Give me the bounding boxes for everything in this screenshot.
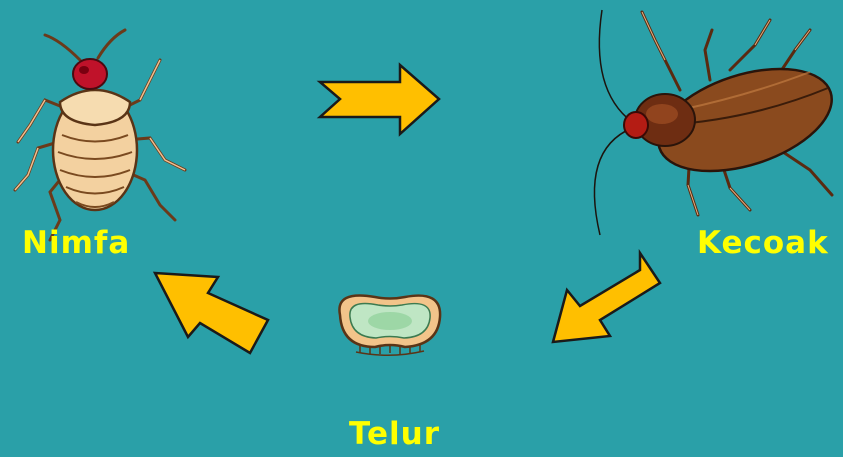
cockroach-nymph-icon <box>0 30 215 245</box>
arrow-right <box>315 62 445 137</box>
stage-label-egg: Telur <box>349 419 440 450</box>
arrow-down-left <box>545 248 665 348</box>
stage-label-nymph: Nimfa <box>22 228 130 259</box>
arrow-up-left <box>150 265 272 357</box>
adult-cockroach-icon <box>570 0 843 240</box>
egg-capsule-icon <box>330 285 450 360</box>
stage-label-adult: Kecoak <box>697 228 829 259</box>
